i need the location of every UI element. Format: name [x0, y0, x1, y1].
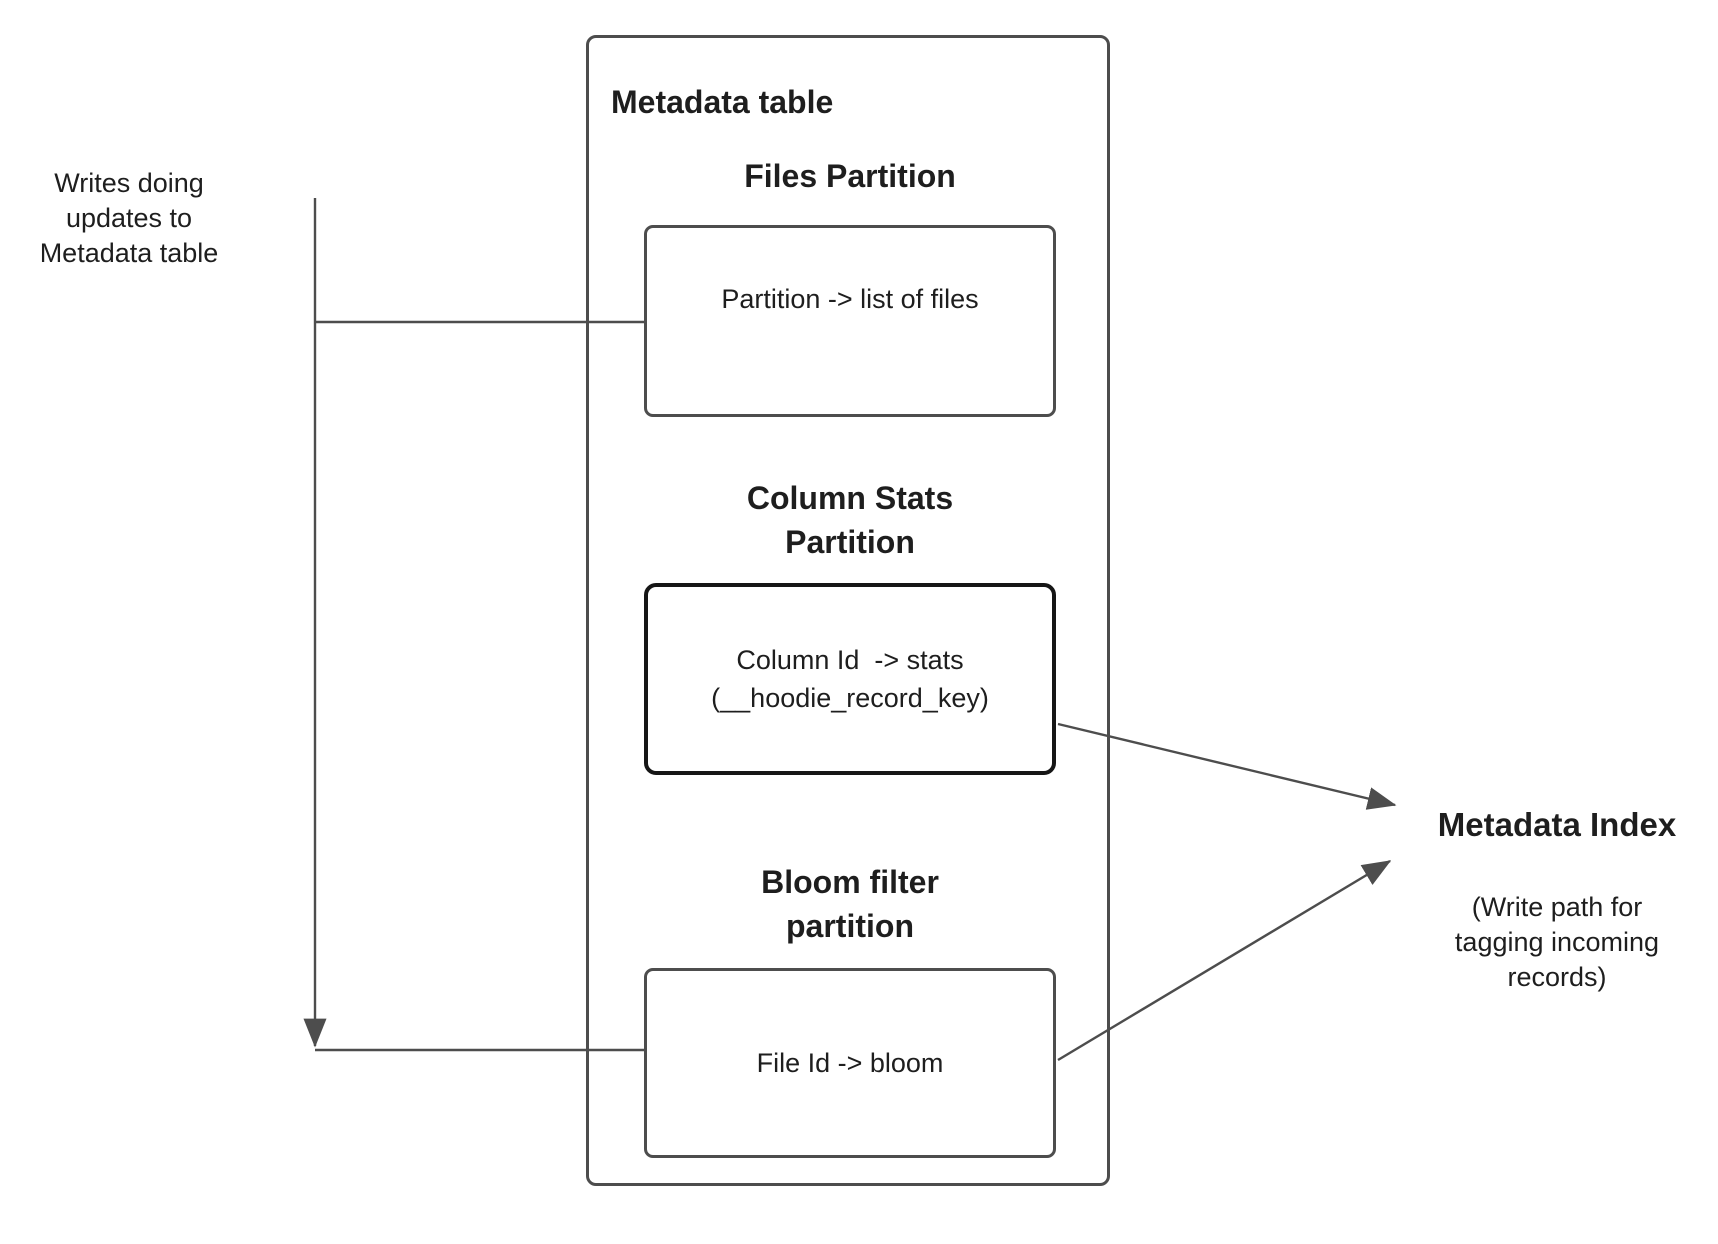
bloom-filter-box: File Id -> bloom	[644, 968, 1056, 1158]
bloom-filter-heading: Bloom filter partition	[761, 864, 939, 944]
files-partition-box-text: Partition -> list of files	[721, 284, 979, 314]
metadata-table-container: Metadata table Files Partition Partition…	[586, 35, 1110, 1186]
metadata-index-label: Metadata Index	[1437, 806, 1677, 843]
metadata-table-title: Metadata table	[611, 84, 834, 120]
column-stats-box-text: Column Id -> stats (__hoodie_record_key)	[711, 645, 989, 713]
writes-note: Writes doing updates to Metadata table	[39, 168, 219, 268]
column-stats-box: Column Id -> stats (__hoodie_record_key)	[644, 583, 1056, 775]
files-partition-box: Partition -> list of files	[644, 225, 1056, 417]
column-stats-heading: Column Stats Partition	[746, 480, 954, 560]
bloom-filter-box-text: File Id -> bloom	[756, 1048, 944, 1078]
metadata-index-note: (Write path for tagging incoming records…	[1454, 892, 1660, 992]
files-partition-heading: Files Partition	[744, 158, 956, 194]
